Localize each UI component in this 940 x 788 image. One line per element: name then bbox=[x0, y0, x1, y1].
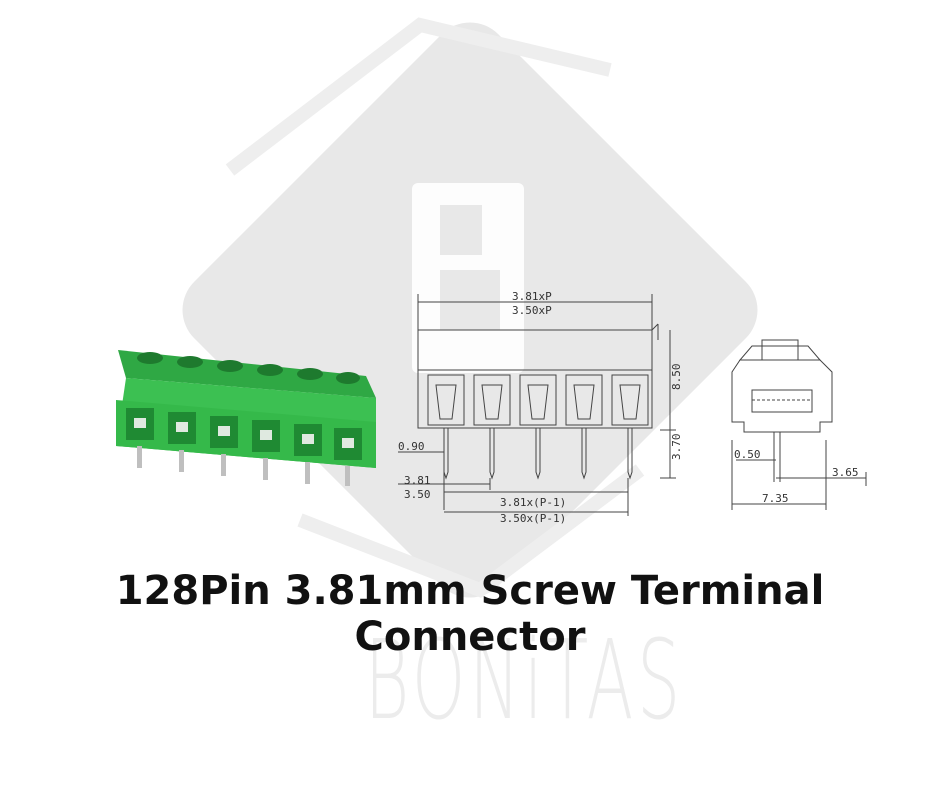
dim-top-2: 3.50xP bbox=[512, 304, 552, 317]
dim-pin-length: 3.70 bbox=[670, 434, 683, 461]
dim-pitch-1: 3.81 bbox=[404, 474, 431, 487]
dim-side-pin: 0.50 bbox=[734, 448, 761, 461]
dim-side-offset: 3.65 bbox=[832, 466, 859, 479]
dim-height: 8.50 bbox=[670, 364, 683, 391]
dim-bottom-1: 3.81x(P-1) bbox=[500, 496, 566, 509]
dim-side-width: 7.35 bbox=[762, 492, 789, 505]
dim-pitch-2: 3.50 bbox=[404, 488, 431, 501]
dimension-drawing: 3.81xP 3.50xP 8.50 3.70 0.90 3.81 3.50 3… bbox=[398, 290, 867, 525]
dim-top-1: 3.81xP bbox=[512, 290, 552, 303]
terminal-block-image bbox=[116, 350, 376, 486]
dim-pin: 0.90 bbox=[398, 440, 425, 453]
product-title: 128Pin 3.81mm Screw Terminal Connector bbox=[115, 568, 825, 660]
dim-bottom-2: 3.50x(P-1) bbox=[500, 512, 566, 525]
